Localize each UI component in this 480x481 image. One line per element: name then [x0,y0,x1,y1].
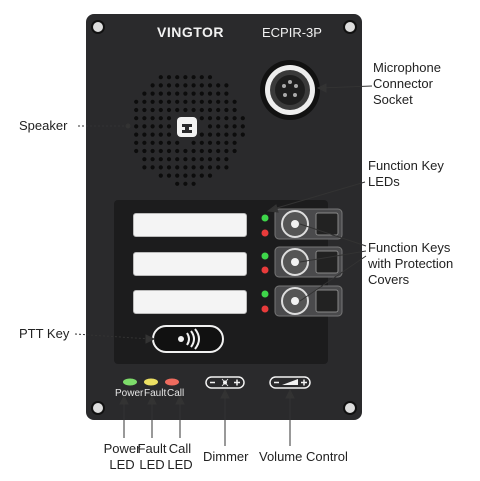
callout-volume: Volume Control [259,449,348,464]
callout-fault-led: Fault LED [135,441,169,473]
label-strip-3 [133,290,247,314]
volume-icon[interactable] [269,376,311,389]
callout-line: Socket [373,92,413,107]
callout-dimmer: Dimmer [203,449,249,464]
key-area [114,200,328,364]
callout-speaker: Speaker [19,118,68,133]
callout-line: Call [168,441,192,456]
function-key-2[interactable] [274,246,343,278]
callout-line: LED [139,457,165,472]
function-key-1[interactable] [274,208,343,240]
callout-line: LED [167,457,193,472]
function-key-leds [261,214,269,313]
callout-power-led: Power LED [102,441,142,473]
power-led [123,378,137,386]
call-led [165,378,179,386]
function-key-3[interactable] [274,285,343,317]
fault-led [144,378,158,386]
callout-line: Covers [368,272,410,287]
callout-function-keys: Function Keys with Protection Covers [368,240,453,288]
ptt-key[interactable] [152,325,224,353]
brand-logo: VINGTOR [157,24,225,40]
callout-line: Power [103,441,141,456]
call-led-label: Call [167,388,185,399]
callout-microphone: Microphone Connector Socket [373,60,441,108]
leader-lines [74,83,373,446]
callout-ptt-key: PTT Key [19,326,70,341]
callout-line: Function Key [368,158,444,173]
model-label: ECPIR-3P [262,25,322,40]
fault-led-label: Fault [144,388,167,399]
callout-line: Fault [137,441,167,456]
callout-function-key-leds: Function Key LEDs [368,158,444,190]
callout-line: LED [109,457,135,472]
callout-line: LEDs [368,174,400,189]
callout-line: with Protection [368,256,454,271]
microphone-socket-icon [260,60,320,120]
callout-line: Function Keys [368,240,451,255]
label-strip-2 [133,252,247,276]
ptt-wave-icon [178,328,200,350]
callout-line: Connector [373,76,433,91]
label-strip-1 [133,213,247,237]
speaker-grille-icon [134,75,245,186]
mounting-screw-icon [91,20,357,415]
speaker-logo-icon [177,117,197,137]
power-led-label: Power [115,388,144,399]
dimmer-icon[interactable] [205,376,245,389]
callout-line: Microphone [373,60,441,75]
callout-call-led: Call LED [166,441,194,473]
